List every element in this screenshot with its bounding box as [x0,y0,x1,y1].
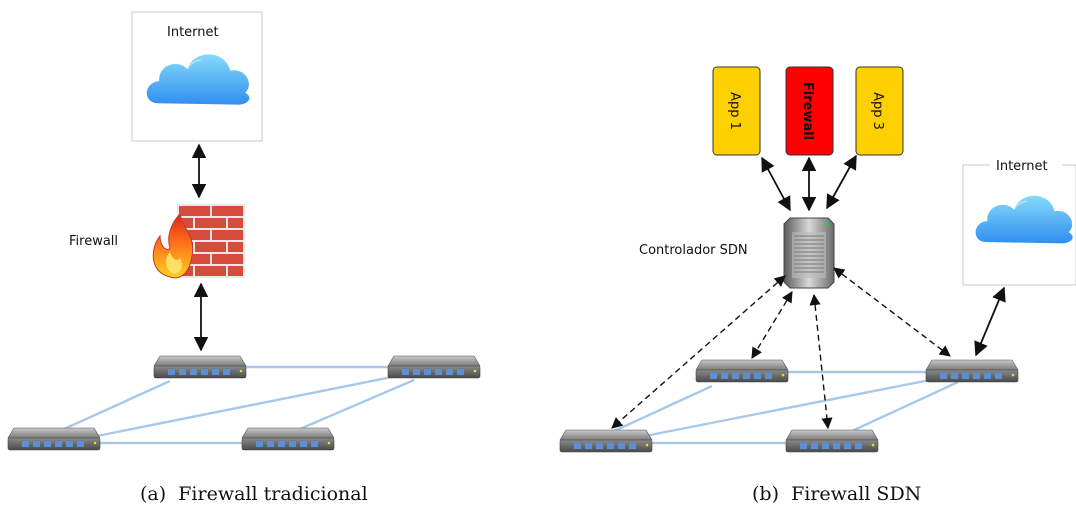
left-panel: Internet Firewall [7,11,481,505]
switch-right-top-2 [925,359,1019,383]
firewall-icon [152,204,245,279]
internet-label-left: Internet [167,25,219,40]
switch-left-top-1 [153,355,247,379]
arrow-internet-switch [974,286,1006,357]
server-icon [783,217,835,289]
caption-right: (b) Firewall SDN [752,483,921,505]
app-label-firewall: Firewall [800,82,815,140]
switch-right-bottom-1 [559,429,653,453]
switch-right-top-1 [695,359,789,383]
app-controller-arrows [761,154,857,212]
switch-right-bottom-2 [785,429,879,453]
right-panel: App 1 Firewall App 3 [559,66,1076,505]
app-box-firewall: Firewall [785,66,834,156]
app-label-3: App 3 [870,92,885,130]
controller-switch-arrows [611,267,951,430]
switch-left-top-2 [387,355,481,379]
left-links [63,365,415,445]
app-box-3: App 3 [855,66,904,156]
firewall-label-left: Firewall [69,234,118,249]
caption-left: (a) Firewall tradicional [140,483,368,505]
app-label-1: App 1 [727,92,742,130]
internet-label-right: Internet [996,159,1048,174]
controller-label: Controlador SDN [639,243,748,258]
switch-left-bottom-1 [7,427,101,451]
app-box-1: App 1 [712,66,761,156]
switch-left-bottom-2 [241,427,335,451]
flame-icon [152,212,194,279]
